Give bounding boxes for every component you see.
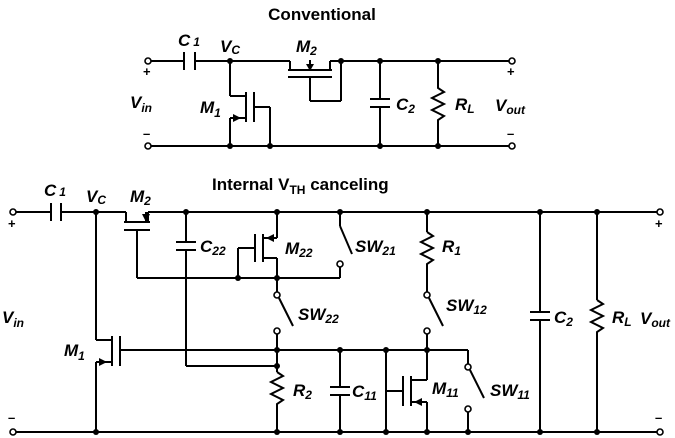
bot-vin-label: Vin <box>2 308 24 330</box>
bot-rl-label: RL <box>612 308 632 329</box>
title-internal: Internal VTH canceling <box>212 175 389 197</box>
bot-r1-label: R1 <box>442 237 461 258</box>
bot-vout-plus-sign: + <box>655 216 663 231</box>
bot-m1-label: M1 <box>64 341 85 363</box>
top-vin-minus-terminal <box>144 142 152 150</box>
bot-vc-label: VC <box>86 187 106 207</box>
top-vin-plus-sign: + <box>143 64 151 79</box>
top-c2-label: C2 <box>396 95 415 116</box>
top-rl-label: RL <box>455 95 475 116</box>
top-capacitor-c1 <box>183 52 196 70</box>
bot-switch-sw12 <box>423 291 444 350</box>
bot-vout-minus-sign: – <box>655 410 662 425</box>
bot-capacitor-c1 <box>50 203 62 221</box>
bot-switch-sw22 <box>273 278 294 350</box>
top-vout-minus-sign: – <box>507 126 514 141</box>
bot-r2-label: R2 <box>293 381 312 402</box>
bot-c2-label: C2 <box>554 308 573 329</box>
bot-sw12-label: SW12 <box>446 296 487 317</box>
bot-resistor-rl <box>588 209 606 435</box>
top-vin-plus-terminal <box>144 57 152 65</box>
top-capacitor-c2 <box>370 58 390 149</box>
title-conventional: Conventional <box>268 5 376 24</box>
bot-switch-sw11 <box>464 363 485 435</box>
bot-m22-label: M22 <box>285 239 313 260</box>
bot-transistor-m22 <box>237 209 280 278</box>
top-vout-label: Vout <box>495 96 526 117</box>
top-vout-plus-terminal <box>508 57 516 65</box>
bot-sw11-label: SW11 <box>490 381 530 402</box>
bot-vin-minus-sign: – <box>8 410 15 425</box>
bot-transistor-m11 <box>383 350 430 435</box>
bot-vout-label: Vout <box>640 309 671 330</box>
top-transistor-m1 <box>227 61 273 149</box>
bot-vin-plus-sign: + <box>8 216 16 231</box>
bot-c22-label: C22 <box>200 237 226 258</box>
bot-capacitor-c2 <box>530 209 550 435</box>
bot-capacitor-c11 <box>330 350 350 435</box>
bot-m11-label: M11 <box>432 379 459 400</box>
bot-vin-plus-terminal <box>9 208 17 216</box>
top-vin-label: Vin <box>130 93 152 115</box>
bot-transistor-m2 <box>124 212 150 278</box>
bot-switch-sw21 <box>336 209 353 278</box>
bot-m2-label: M2 <box>130 187 151 208</box>
bot-vout-minus-terminal <box>656 428 664 436</box>
bot-resistor-r1 <box>418 209 436 292</box>
top-m2-label: M2 <box>296 37 317 58</box>
top-vc-label: VC <box>220 37 240 57</box>
top-transistor-m2 <box>288 58 344 102</box>
bot-transistor-m1 <box>93 212 121 435</box>
top-vin-minus-sign: – <box>143 126 150 141</box>
top-resistor-rl <box>429 58 447 149</box>
bot-sw22-label: SW22 <box>298 305 339 326</box>
top-m1-label: M1 <box>200 98 221 120</box>
top-vout-minus-terminal <box>508 142 516 150</box>
bot-vin-minus-terminal <box>9 428 17 436</box>
internal-vth-canceling-circuit: C1 VC M2 C22 M22 SW21 R1 SW22 SW12 Vin M… <box>2 181 671 436</box>
bot-resistor-r2 <box>268 350 286 435</box>
bot-sw21-label: SW21 <box>355 237 396 258</box>
bot-capacitor-c22 <box>176 209 277 367</box>
bot-vout-plus-terminal <box>656 208 664 216</box>
top-vout-plus-sign: + <box>507 64 515 79</box>
bot-c11-label: C11 <box>352 382 377 403</box>
